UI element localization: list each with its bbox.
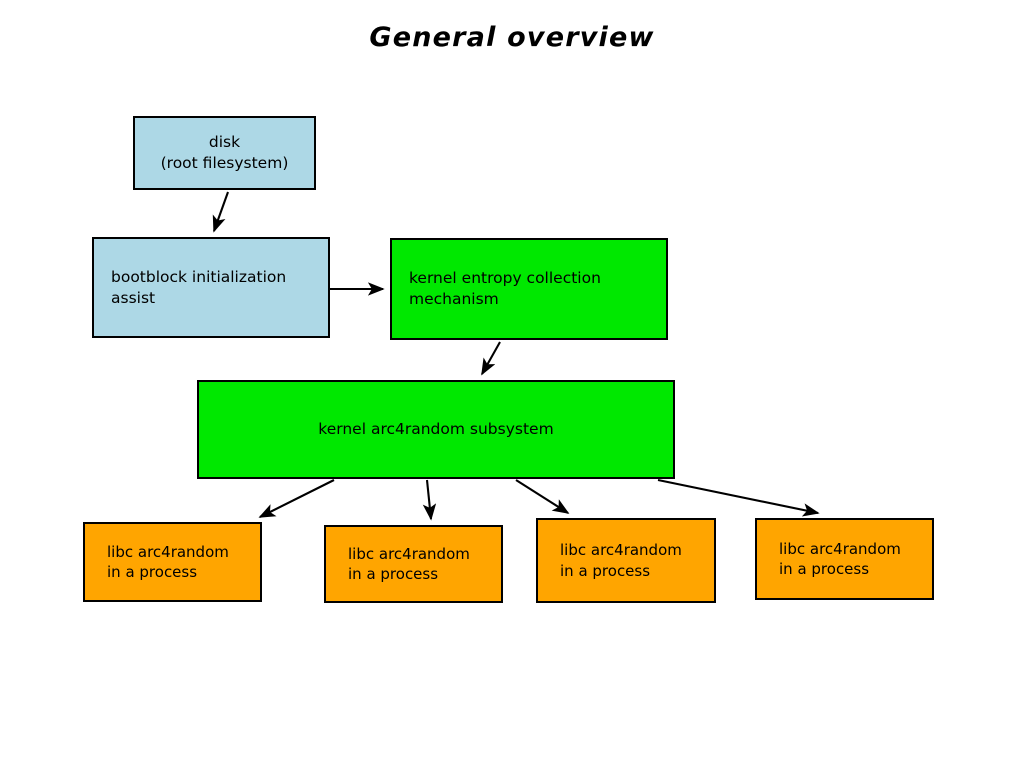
node-label-bootblock: bootblock initialization assist <box>111 267 287 307</box>
node-label-disk: disk (root filesystem) <box>160 133 289 172</box>
node-kernel-entropy[interactable]: kernel entropy collection mechanism <box>390 238 668 340</box>
node-label-libc-3: libc arc4random in a process <box>560 541 682 580</box>
edge-kernel-entropy-to-arc4random <box>481 341 501 376</box>
node-libc-3[interactable]: libc arc4random in a process <box>536 518 716 603</box>
edge-arc4random-to-libc-4 <box>657 478 820 517</box>
edge-arc4random-to-libc-3 <box>515 479 570 514</box>
node-label-libc-2: libc arc4random in a process <box>348 544 470 583</box>
edge-disk-to-bootblock <box>212 191 229 233</box>
node-libc-1[interactable]: libc arc4random in a process <box>83 522 262 602</box>
node-label-kernel-entropy: kernel entropy collection mechanism <box>409 269 601 308</box>
node-disk[interactable]: disk (root filesystem) <box>133 116 316 190</box>
node-libc-2[interactable]: libc arc4random in a process <box>324 525 503 603</box>
node-label-libc-4: libc arc4random in a process <box>779 539 901 578</box>
node-bootblock[interactable]: bootblock initialization assist <box>92 237 330 338</box>
node-label-kernel-arc4random: kernel arc4random subsystem <box>318 420 554 439</box>
edge-arc4random-to-libc-1 <box>258 479 335 518</box>
node-kernel-arc4random[interactable]: kernel arc4random subsystem <box>197 380 675 479</box>
page-title: General overview <box>369 22 655 53</box>
node-label-libc-1: libc arc4random in a process <box>107 542 229 581</box>
node-libc-4[interactable]: libc arc4random in a process <box>755 518 934 600</box>
edge-arc4random-to-libc-2 <box>422 479 437 521</box>
